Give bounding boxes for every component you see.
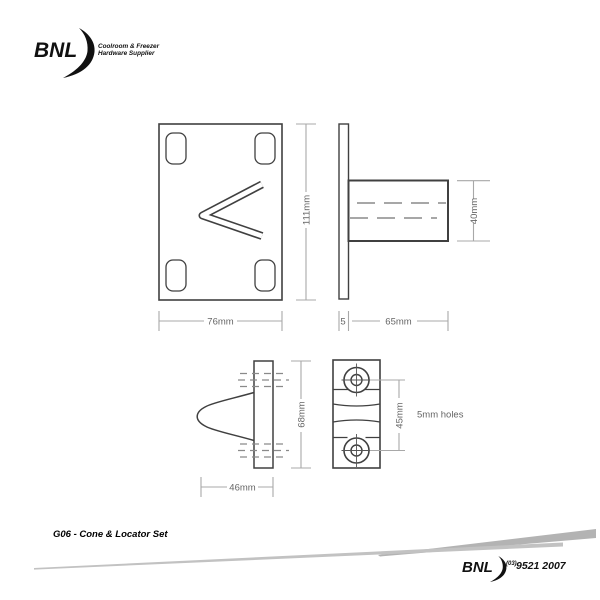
mounting-slot-top-right (254, 132, 276, 165)
mounting-slot-bottom-left (165, 259, 187, 292)
dim-label-40mm: 40mm (469, 198, 480, 224)
locator-front-view (332, 359, 381, 469)
locator-section-line-2 (332, 403, 381, 407)
product-title: G06 - Cone & Locator Set (53, 529, 168, 540)
dim-label-5: 5 (340, 317, 345, 328)
locator-plate-outline (253, 360, 274, 469)
dim-length-65: 65mm (352, 311, 449, 331)
footer-brand-logo-text: BNL (462, 559, 493, 576)
locator-section-line-3 (332, 419, 381, 423)
cone-side-view (338, 123, 449, 300)
cone-vee-inner (200, 182, 264, 239)
dim-label-45mm: 45mm (395, 402, 406, 428)
dim-label-76mm: 76mm (207, 317, 233, 328)
dim-label-68mm: 68mm (297, 401, 308, 427)
cone-body-outline (347, 179, 449, 242)
brand-logo: BNL Coolroom & Freezer Hardware Supplier (34, 28, 254, 82)
dim-hole-spacing-45: 45mm 5mm holes (370, 379, 464, 452)
brand-tagline: Coolroom & Freezer Hardware Supplier (98, 43, 159, 57)
brand-logo-text: BNL (34, 39, 78, 62)
phone-area-code: (03) (506, 561, 517, 567)
cone-plate-outline (158, 123, 283, 301)
phone-number: 9521 2007 (516, 560, 566, 572)
holes-note-label: 5mm holes (417, 410, 464, 421)
dim-label-46mm: 46mm (229, 483, 255, 494)
dim-label-111mm: 111mm (302, 195, 313, 225)
dim-height-111: 111mm (296, 123, 316, 301)
dim-width-46: 46mm (200, 477, 274, 497)
locator-hidden-holes (238, 372, 289, 458)
footer-brand-logo: BNL (03) 9521 2007 (460, 553, 590, 587)
locator-front-outline (332, 359, 381, 469)
dim-label-65mm: 65mm (385, 317, 411, 328)
bnl-swoosh-icon (63, 28, 95, 78)
cone-front-view (158, 123, 283, 301)
locator-side-view (196, 360, 289, 469)
brand-tagline-line1: Coolroom & Freezer (98, 43, 160, 50)
brand-tagline-line2: Hardware Supplier (98, 50, 155, 58)
footer-bnl-swoosh-icon (490, 556, 507, 582)
screw-hole-top (341, 363, 372, 397)
mounting-slot-bottom-right (254, 259, 276, 292)
mounting-slot-top-left (165, 132, 187, 165)
dim-diameter-40: 40mm (457, 180, 490, 242)
footer-stripe-lower (34, 542, 563, 570)
dim-plate-thickness-5: 5 (338, 311, 350, 331)
locator-cone-profile (196, 391, 255, 442)
dim-width-76: 76mm (158, 311, 283, 331)
dim-height-68: 68mm (291, 360, 311, 469)
screw-hole-bottom (341, 434, 372, 467)
